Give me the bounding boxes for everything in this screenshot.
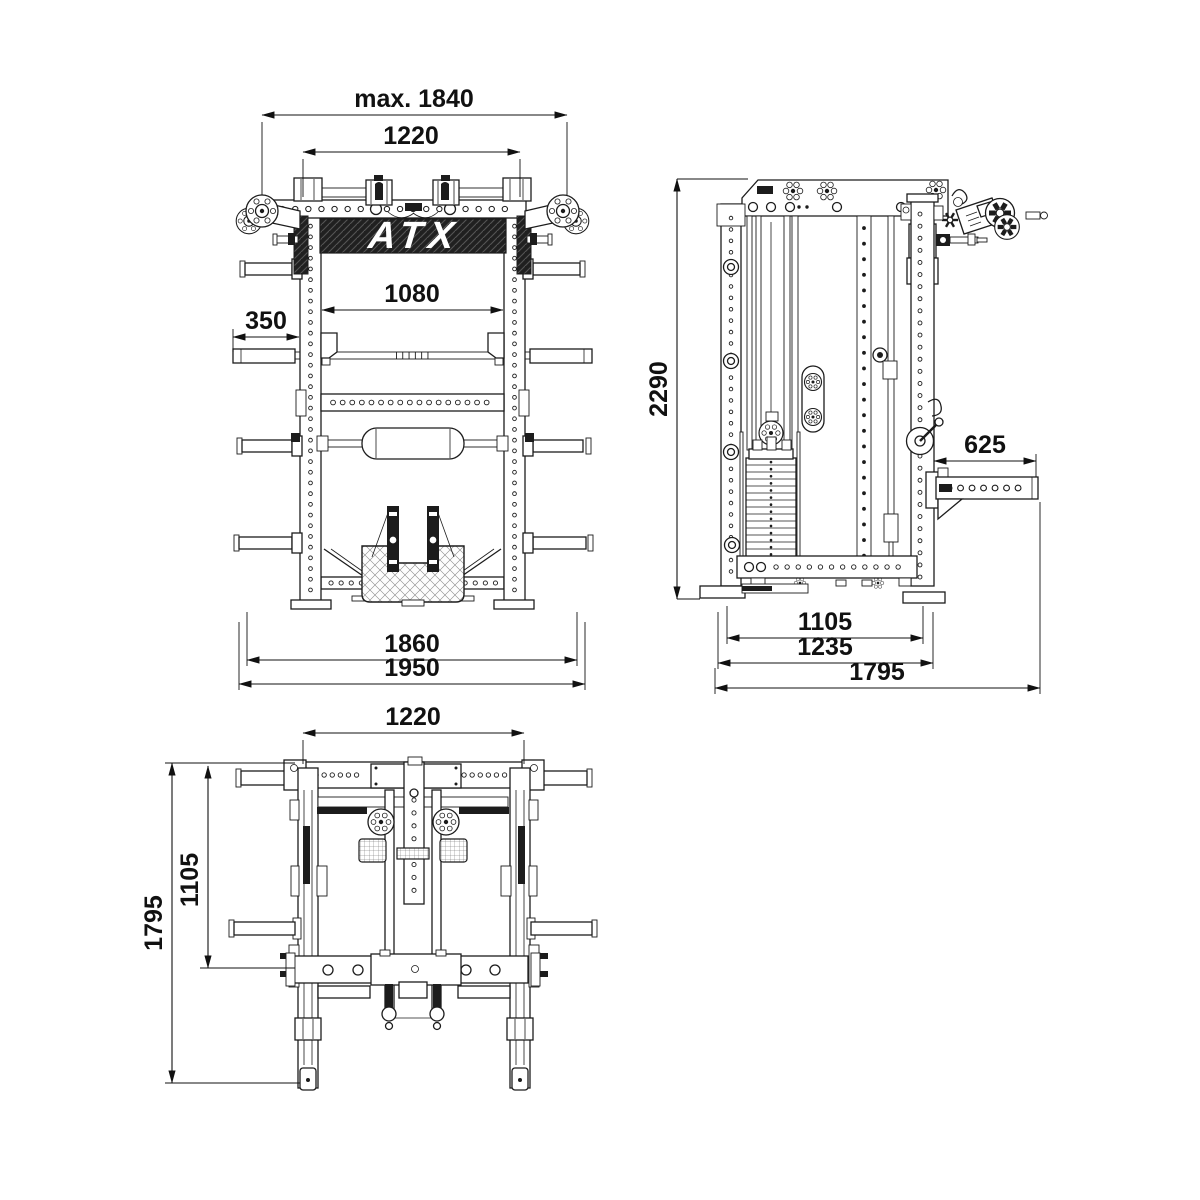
dim-label-top-1220: 1220 [385,703,441,731]
dim-label-front-350: 350 [245,307,287,335]
side-arm [925,467,1039,521]
bar-rest-clamps [293,175,532,206]
dim-side-1795: 1795 [714,502,1041,694]
dim-label-top-1105: 1105 [176,853,204,907]
dim-label-front-1950: 1950 [384,654,440,682]
logo-band: ATX [293,215,532,275]
dim-front-1950: 1950 [238,622,586,690]
side-view: 2290 625 1105 1235 1795 [645,178,1048,694]
side-right-column [900,193,944,587]
top-view: 1220 1795 1105 [140,703,598,1091]
dim-label-side-1795: 1795 [849,658,905,686]
front-view: ATX [232,85,594,690]
dim-side-1105: 1105 [726,606,924,644]
top-left-leg [280,767,328,1091]
dim-side-625: 625 [933,431,1037,477]
dim-label-side-1235: 1235 [797,633,853,661]
dim-label-top-1795: 1795 [140,895,168,951]
dim-label-front-1860: 1860 [384,630,440,658]
corner-pulley-left [235,194,301,246]
corner-pulley-right [524,194,590,246]
dim-front-1220: 1220 [302,122,521,197]
front-rack-geometry: ATX [232,175,594,610]
side-left-column [699,203,746,599]
side-base [736,555,946,604]
dim-front-1860: 1860 [246,612,578,666]
rear-crossmember [295,389,530,417]
dim-label-front-1220: 1220 [383,122,439,150]
top-rear-crossbar [285,949,541,1031]
front-dimensions: max. 1840 1220 1080 350 1860 1950 [232,85,586,690]
dim-side-2290: 2290 [645,178,748,600]
top-geometry [228,756,598,1091]
pulley-cassette [758,347,898,454]
dim-top-1795: 1795 [140,762,300,1084]
platform-assembly [323,506,502,607]
dim-label-side-2290: 2290 [645,361,673,417]
dim-front-350: 350 [232,307,300,352]
dim-side-1235: 1235 [717,612,934,669]
roller-pad [291,427,534,460]
top-right-leg [500,767,548,1091]
dim-top-1220: 1220 [302,703,525,764]
dim-top-1105: 1105 [176,765,295,969]
dim-label-front-max-width: max. 1840 [354,85,474,113]
top-inner-structure [317,756,509,1019]
side-dimensions: 2290 625 1105 1235 1795 [645,178,1041,694]
weight-stack [739,431,802,571]
side-geometry [699,179,1048,604]
dim-label-side-1105: 1105 [798,608,852,636]
top-dimensions: 1220 1795 1105 [140,703,525,1084]
dim-label-front-1080: 1080 [384,280,440,308]
top-side-bars [228,919,598,938]
atx-logo: ATX [365,215,462,257]
dim-front-1080: 1080 [321,280,504,314]
dim-front-max-width: max. 1840 [261,85,568,195]
dim-label-side-625: 625 [964,431,1006,459]
